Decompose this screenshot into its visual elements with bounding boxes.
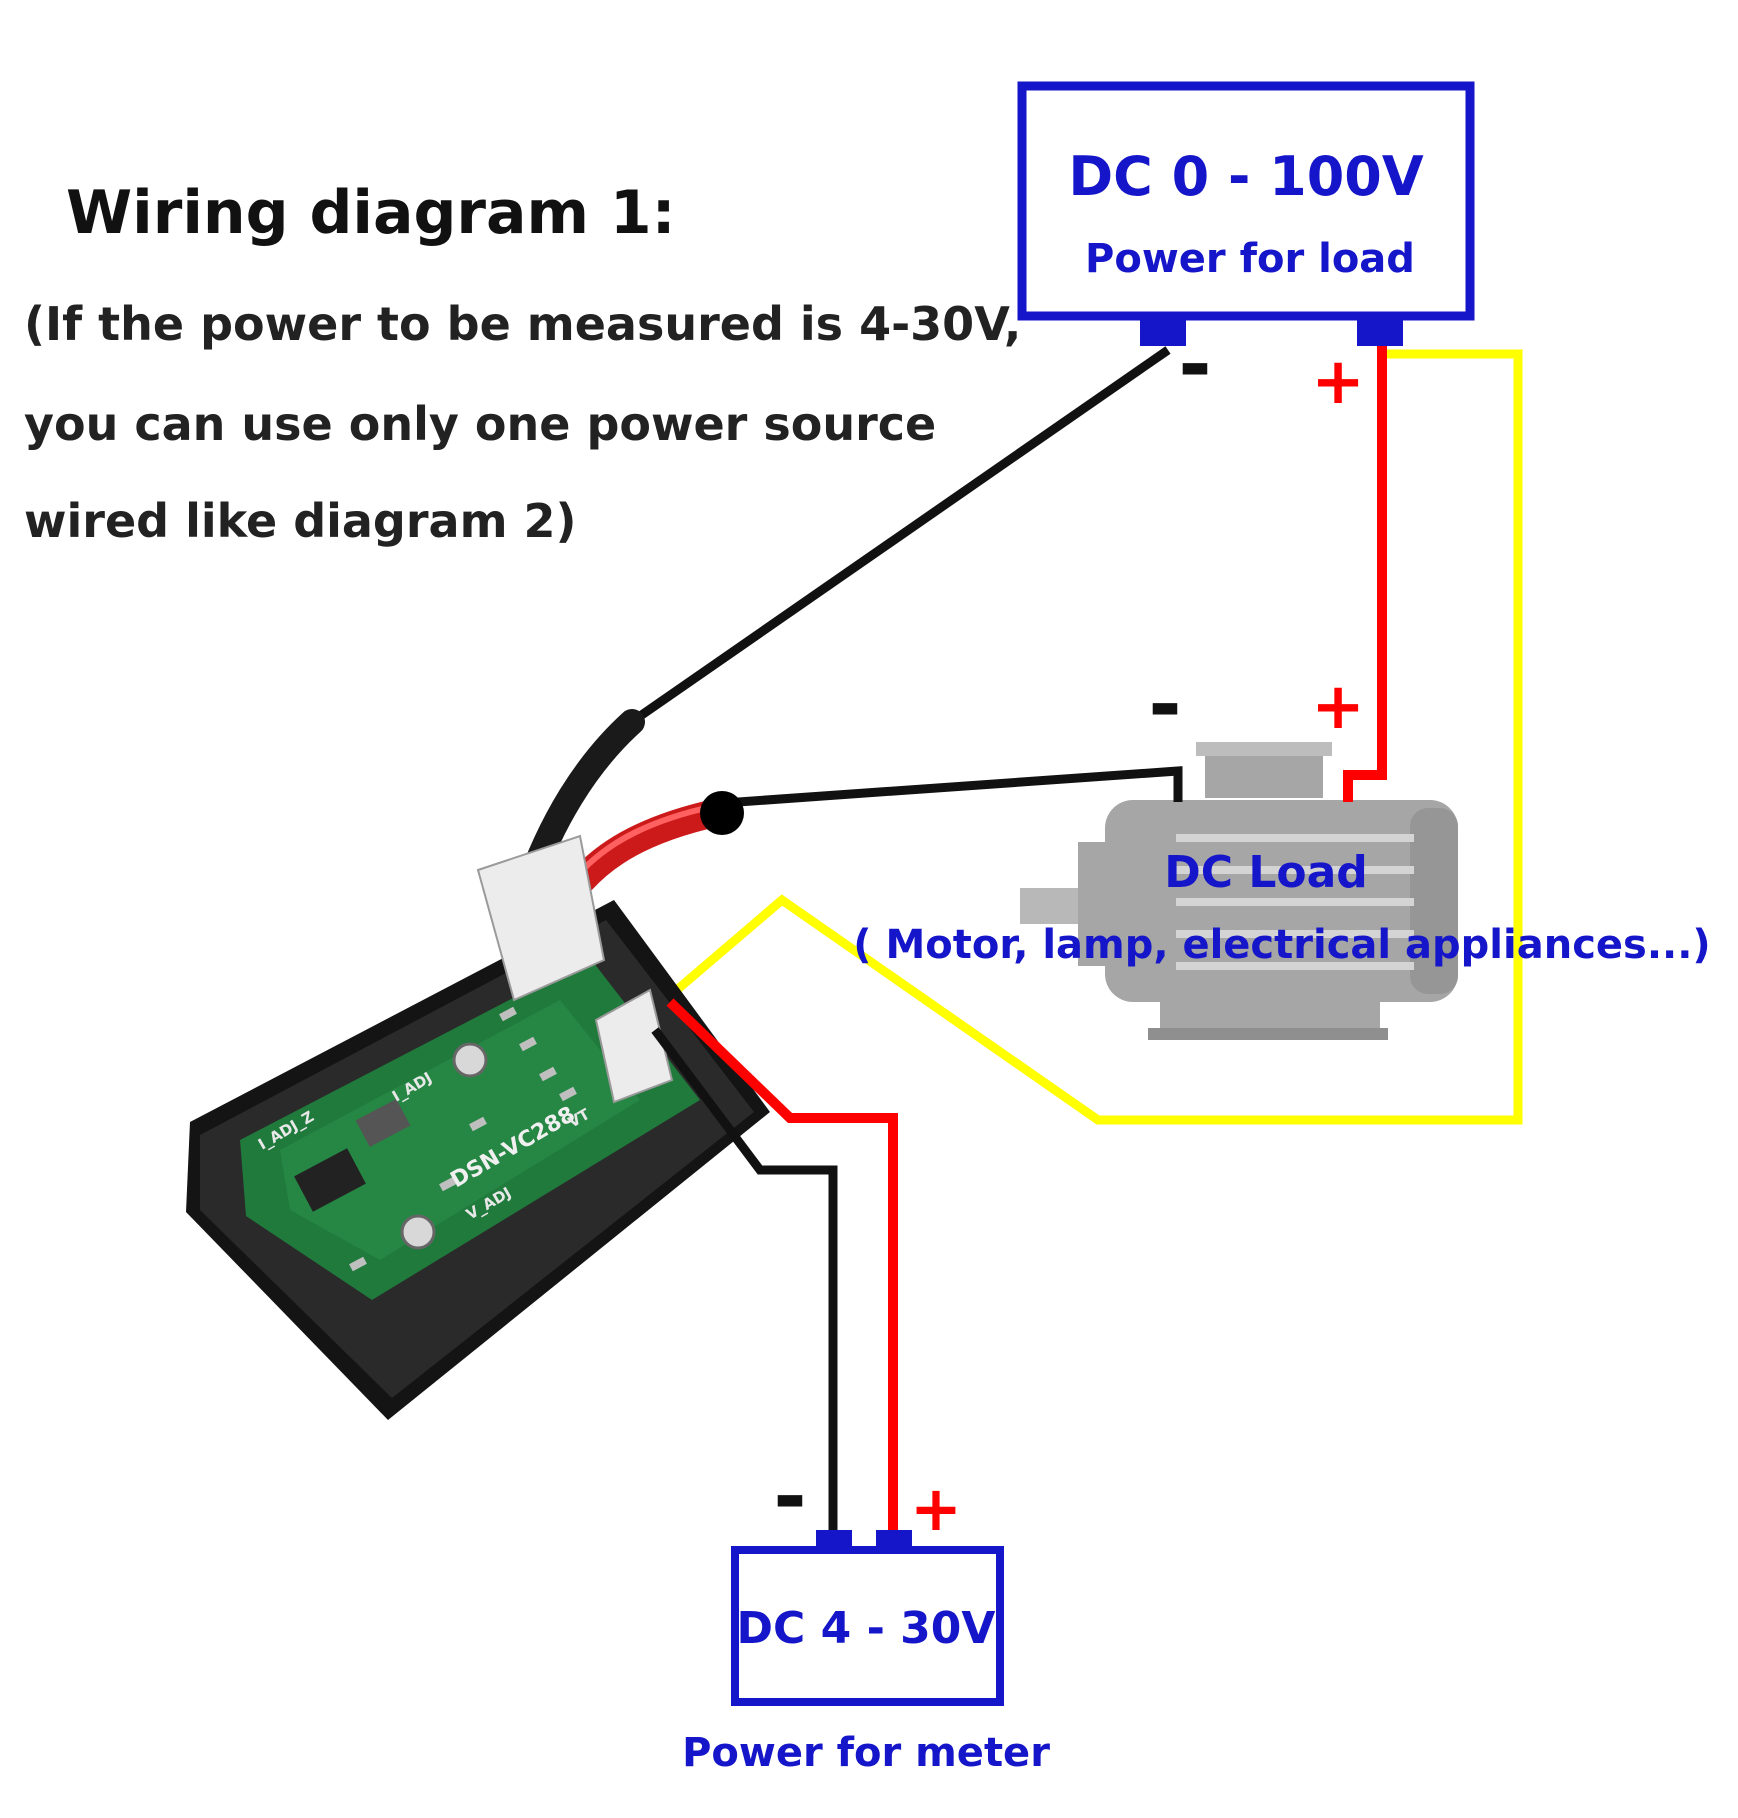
load-supply-voltage: DC 0 - 100V: [1068, 145, 1424, 208]
diagram-title: Wiring diagram 1:: [66, 178, 676, 248]
load-examples: ( Motor, lamp, electrical appliances...): [853, 922, 1710, 968]
current-connector: [476, 834, 606, 1002]
voltmeter-ammeter-module: I_ADJ_Z I_ADJ DSN-VC288 V_ADJ VT: [186, 834, 770, 1420]
meter-supply-label: Power for meter: [682, 1730, 1050, 1776]
load-supply-box: [1017, 81, 1475, 321]
load-supply-minus-sign: -: [1178, 318, 1211, 411]
motor-cooling-fins: [1176, 834, 1414, 970]
motor-shaft-collar: [1078, 842, 1108, 966]
ic-chip-2: [355, 1098, 411, 1148]
load-supply-plus-terminal: [1357, 318, 1403, 346]
wire-junction-dot: [700, 791, 744, 835]
load-negative-wire: [723, 766, 1183, 808]
load-supply-minus-terminal: [1140, 318, 1186, 346]
note-line-1: (If the power to be measured is 4-30V,: [24, 297, 1021, 351]
load-positive-wire: [1343, 346, 1387, 802]
meter-power-positive-wire: [666, 998, 898, 1530]
voltage-connector: [594, 988, 674, 1104]
meter-supply-voltage: DC 4 - 30V: [737, 1603, 996, 1654]
pcb-components: [349, 1006, 577, 1272]
note-line-2: you can use only one power source: [24, 397, 936, 451]
yellow-wire: [627, 349, 1523, 1125]
motor-foot: [1148, 1028, 1388, 1040]
note-line-3: wired like diagram 2): [24, 494, 577, 548]
dc-load: DC Load: [1020, 742, 1458, 1040]
load-plus-sign: +: [1311, 670, 1365, 744]
pcb-board-shade: [280, 1000, 640, 1260]
i-adj-potentiometer: [452, 1042, 488, 1078]
load-supply-label: Power for load: [1085, 236, 1415, 282]
motor-top-housing: [1205, 748, 1323, 798]
ic-chip: [294, 1148, 366, 1212]
meter-supply-plus-sign: +: [910, 1472, 962, 1545]
load-name: DC Load: [1164, 847, 1368, 898]
meter-power-supply: DC 4 - 30V: [731, 1530, 1004, 1706]
motor-end-cap: [1410, 808, 1458, 994]
load-power-supply: DC 0 - 100V Power for load: [1017, 81, 1475, 346]
meter-supply-box: [731, 1546, 1004, 1706]
motor-shaft: [1020, 888, 1080, 924]
load-supply-plus-sign: +: [1311, 345, 1365, 419]
load-minus-sign: -: [1148, 658, 1181, 751]
v-adj-potentiometer: [400, 1214, 436, 1250]
meter-power-negative-wire: [651, 1027, 838, 1530]
meter-supply-minus-sign: -: [773, 1450, 806, 1543]
motor-top-plate: [1196, 742, 1332, 756]
